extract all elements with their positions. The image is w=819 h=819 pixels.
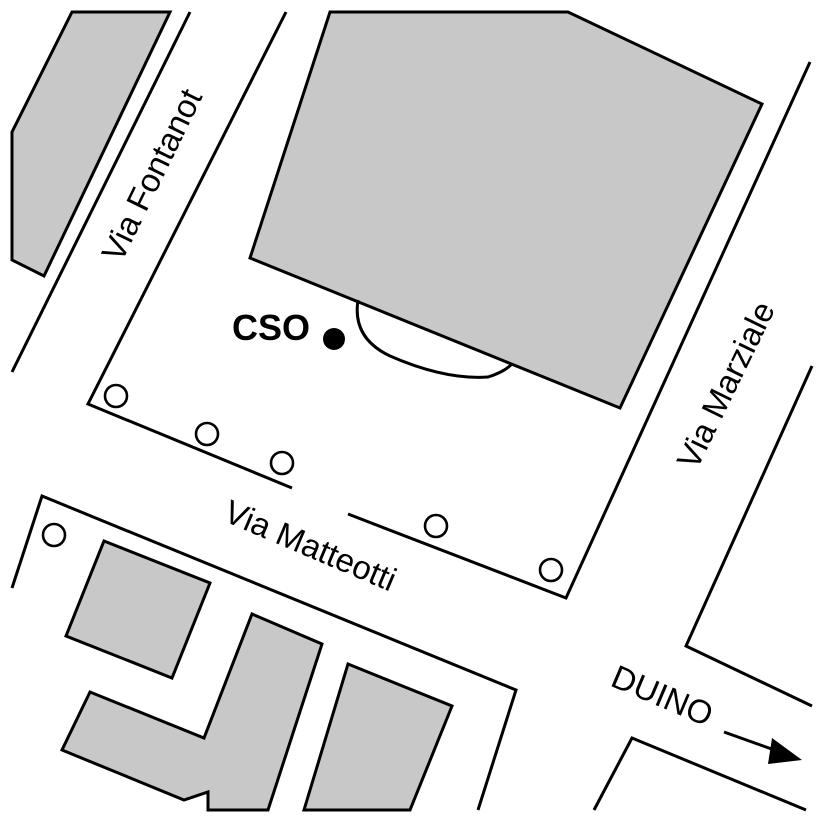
tree-icon xyxy=(538,557,564,583)
building-main-annex xyxy=(355,299,514,379)
building-bottom-b xyxy=(59,612,324,812)
street-edge-fontanot xyxy=(85,11,293,490)
building-bottom-c xyxy=(301,661,454,812)
street-edge-left xyxy=(10,11,192,373)
direction-label: DUINO xyxy=(606,658,718,734)
street-edge-matteotti-north xyxy=(347,61,812,600)
building-bottom-a xyxy=(64,539,212,680)
right-arrow-icon xyxy=(723,730,802,764)
street-label-marziale: Via Marziale xyxy=(669,296,782,475)
building-main xyxy=(248,10,764,410)
station-marker-icon xyxy=(323,328,345,350)
street-label-matteotti: Via Matteotti xyxy=(219,493,402,598)
station-label: CSO xyxy=(232,307,310,348)
tree-icon xyxy=(194,421,220,447)
street-edge-matteotti-south xyxy=(10,494,518,811)
tree-icon xyxy=(41,522,67,548)
tree-icon xyxy=(423,513,449,539)
tree-icon xyxy=(103,383,129,409)
street-edge-marziale-east xyxy=(684,365,814,708)
building-top-left xyxy=(10,10,173,279)
tree-icon xyxy=(269,450,295,476)
street-edge-duino-south xyxy=(592,736,807,812)
